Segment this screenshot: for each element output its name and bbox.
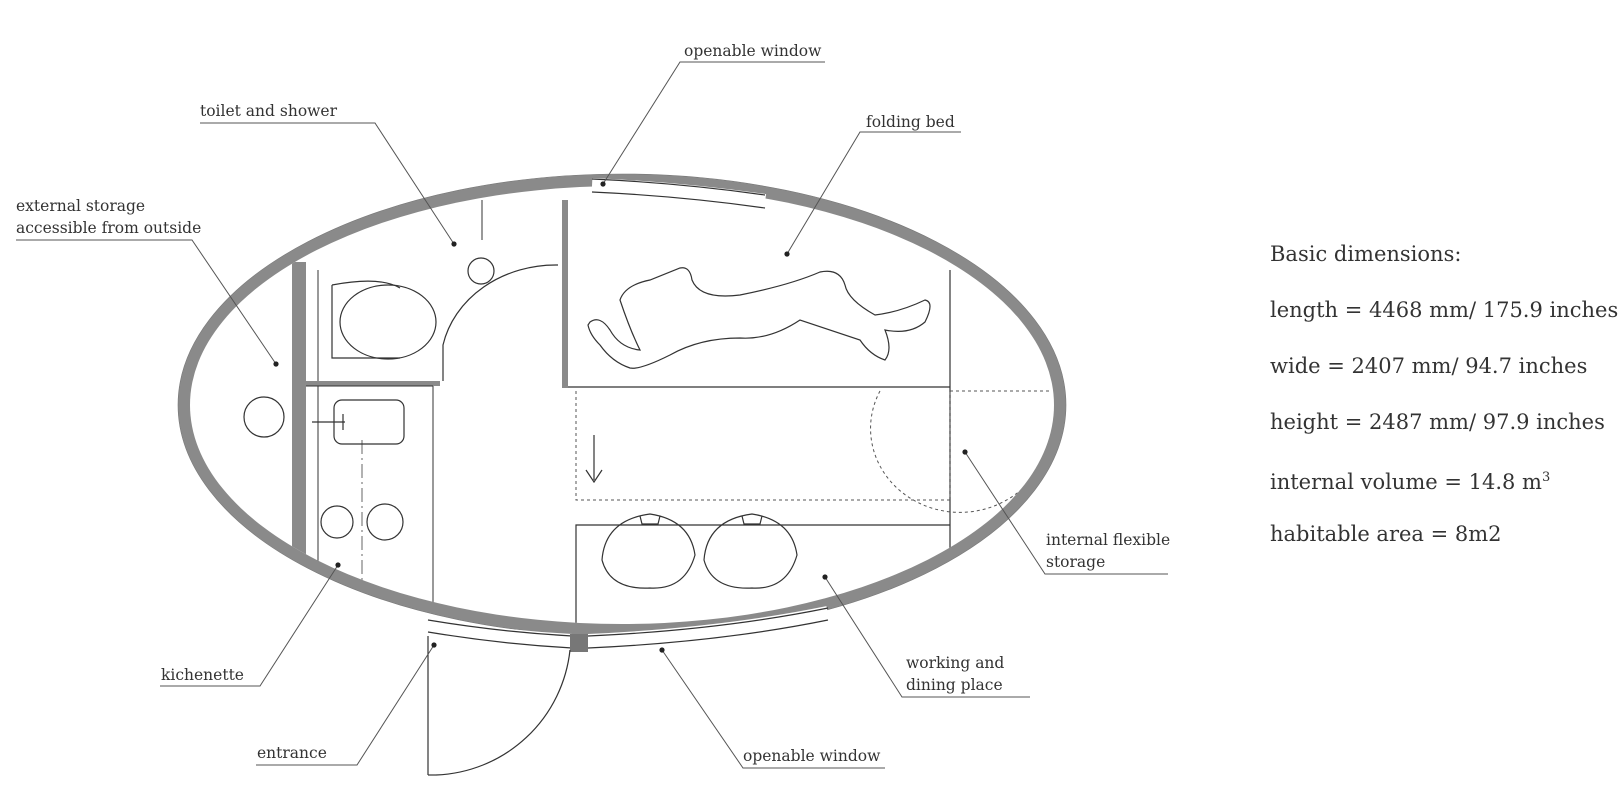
dimension-volume-superscript: 3 — [1541, 470, 1551, 485]
label-external-storage-line2: accessible from outside — [16, 219, 201, 237]
kitchen-sink — [312, 399, 405, 445]
toilet — [331, 280, 437, 360]
chairs — [601, 513, 798, 589]
leaders — [16, 61, 1168, 769]
label-internal-storage-line1: internal flexible — [1046, 531, 1170, 549]
label-entrance: entrance — [257, 744, 327, 762]
fold-arrow — [585, 435, 603, 484]
label-external-storage-line1: external storage — [16, 197, 145, 215]
dimension-area: habitable area = 8m2 — [1270, 522, 1502, 546]
dimension-wide: wide = 2407 mm/ 94.7 inches — [1270, 354, 1588, 378]
dimensions-panel: Basic dimensions: length = 4468 mm/ 175.… — [1270, 240, 1618, 576]
dimension-volume-text: internal volume = 14.8 m — [1270, 470, 1542, 494]
shell-openings — [426, 178, 830, 652]
interior — [292, 200, 1050, 624]
label-folding-bed: folding bed — [866, 113, 955, 131]
shell — [177, 173, 1067, 637]
label-openable-window-top: openable window — [684, 42, 822, 60]
dimension-volume: internal volume = 14.8 m3 — [1270, 464, 1590, 520]
label-working-line1: working and — [906, 654, 1004, 672]
label-kichenette: kichenette — [161, 666, 244, 684]
labels: openable window toilet and shower foldin… — [16, 42, 1170, 765]
label-working-line2: dining place — [906, 676, 1003, 694]
cooktop — [320, 503, 404, 541]
entrance-door — [427, 636, 571, 776]
shower-drain — [467, 257, 495, 285]
dimension-length: length = 4468 mm/ 175.9 inches — [1270, 298, 1618, 322]
storage-hatch — [243, 396, 285, 438]
label-toilet-and-shower: toilet and shower — [200, 102, 338, 120]
dimension-height: height = 2487 mm/ 97.9 inches — [1270, 410, 1605, 434]
dimensions-title: Basic dimensions: — [1270, 242, 1462, 266]
label-internal-storage-line2: storage — [1046, 553, 1105, 571]
person-figure — [587, 267, 931, 369]
label-openable-window-bottom: openable window — [743, 747, 881, 765]
bathroom-door — [442, 264, 559, 381]
